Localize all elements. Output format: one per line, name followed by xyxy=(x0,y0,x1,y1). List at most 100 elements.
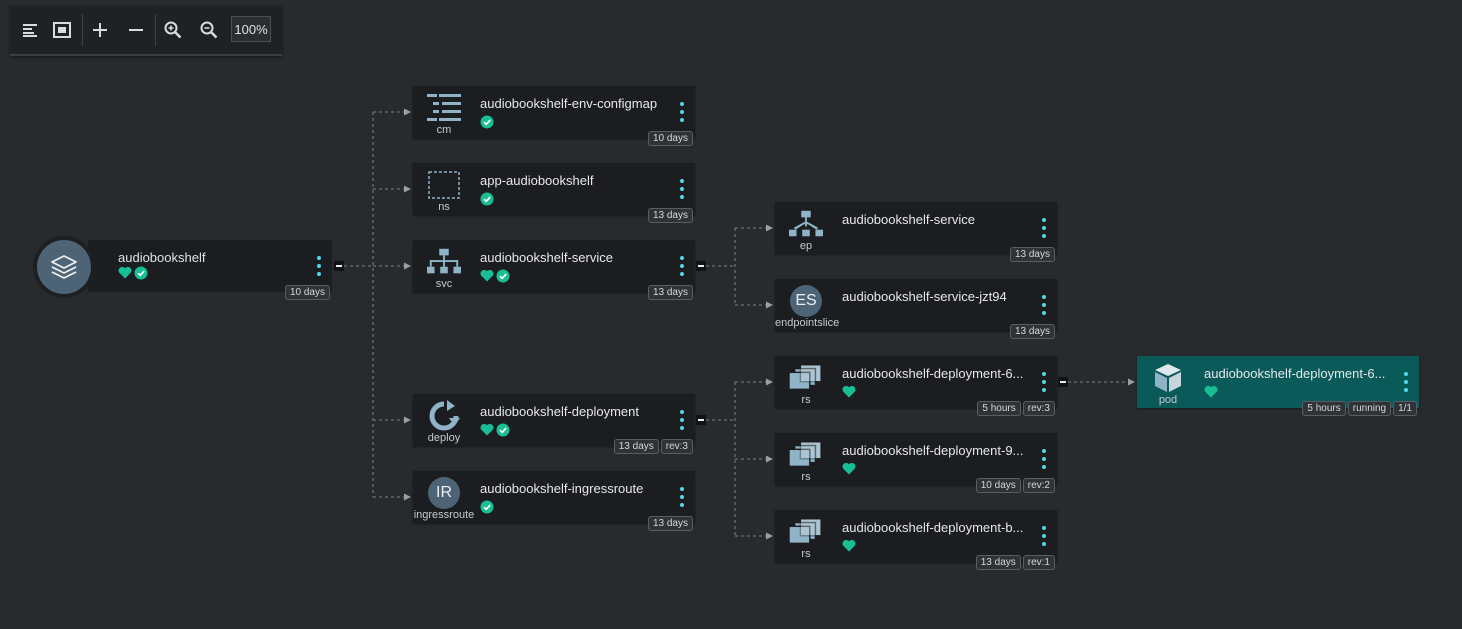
zoom-level[interactable]: 100% xyxy=(231,16,271,42)
endpointslice-node[interactable]: ES endpointslice audiobookshelf-service-… xyxy=(775,279,1057,339)
revision-badge: rev:2 xyxy=(1022,478,1055,493)
network-icon xyxy=(427,246,461,278)
revision-badge: rev:1 xyxy=(1022,555,1055,570)
node-badges: 10 days rev:2 xyxy=(975,478,1055,493)
collapse-deployment-button[interactable] xyxy=(696,415,706,425)
check-circle-icon xyxy=(480,500,494,514)
application-menu-button[interactable] xyxy=(316,256,322,276)
node-status xyxy=(842,539,856,552)
expand-all-icon[interactable] xyxy=(88,18,112,42)
node-title: audiobookshelf-service-jzt94 xyxy=(842,289,1007,304)
node-menu-button[interactable] xyxy=(1041,449,1047,469)
heart-icon xyxy=(842,385,856,398)
ingressroute-node[interactable]: IR ingressroute audiobookshelf-ingressro… xyxy=(413,471,695,531)
node-title: audiobookshelf-env-configmap xyxy=(480,96,658,111)
deployment-node[interactable]: deploy audiobookshelf-deployment 13 days… xyxy=(413,394,695,454)
replicaset-icon xyxy=(789,439,823,471)
node-kind: ep xyxy=(799,240,813,252)
application-node[interactable]: audiobookshelf 10 days xyxy=(88,240,332,300)
age-badge: 13 days xyxy=(647,516,693,531)
collapse-replicaset-button[interactable] xyxy=(1058,377,1068,387)
node-title: audiobookshelf-deployment-6... xyxy=(1204,366,1386,381)
node-menu-button[interactable] xyxy=(1403,372,1409,392)
zoom-in-icon[interactable] xyxy=(161,18,185,42)
node-title: audiobookshelf-ingressroute xyxy=(480,481,644,496)
service-node[interactable]: svc audiobookshelf-service 13 days xyxy=(413,240,695,300)
layers-icon xyxy=(51,255,77,279)
replicaset-node[interactable]: rs audiobookshelf-deployment-6... 5 hour… xyxy=(775,356,1057,416)
ready-count-badge: 1/1 xyxy=(1393,401,1417,416)
node-status xyxy=(842,385,856,398)
namespace-node[interactable]: ns app-audiobookshelf 13 days xyxy=(413,163,695,223)
age-badge: 13 days xyxy=(1009,324,1055,339)
endpoints-node[interactable]: ep audiobookshelf-service 13 days xyxy=(775,202,1057,262)
replicaset-icon xyxy=(789,516,823,548)
application-title: audiobookshelf xyxy=(118,250,206,265)
configmap-node[interactable]: cm audiobookshelf-env-configmap 10 days xyxy=(413,86,695,146)
node-menu-button[interactable] xyxy=(1041,295,1047,315)
node-title: audiobookshelf-deployment xyxy=(480,404,639,419)
heart-icon xyxy=(842,539,856,552)
node-title: audiobookshelf-service xyxy=(842,212,975,227)
node-menu-button[interactable] xyxy=(679,410,685,430)
age-badge: 10 days xyxy=(647,131,693,146)
node-menu-button[interactable] xyxy=(679,487,685,507)
node-badges: 10 days xyxy=(647,131,693,146)
node-title: audiobookshelf-deployment-b... xyxy=(842,520,1024,535)
node-menu-button[interactable] xyxy=(1041,218,1047,238)
node-menu-button[interactable] xyxy=(679,179,685,199)
node-kind: pod xyxy=(1158,394,1178,406)
node-badges: 13 days xyxy=(647,208,693,223)
replicaset-node[interactable]: rs audiobookshelf-deployment-9... 10 day… xyxy=(775,433,1057,493)
age-badge: 13 days xyxy=(647,285,693,300)
node-status xyxy=(480,423,510,437)
fit-screen-icon[interactable] xyxy=(50,18,74,42)
node-status xyxy=(1204,385,1218,398)
node-badges: 5 hours rev:3 xyxy=(977,401,1055,416)
age-badge: 5 hours xyxy=(1302,401,1346,416)
endpoints-icon xyxy=(789,208,823,240)
node-badges: 13 days xyxy=(647,516,693,531)
node-badges: 5 hours running 1/1 xyxy=(1302,401,1417,416)
node-title: app-audiobookshelf xyxy=(480,173,594,188)
node-kind: endpointslice xyxy=(775,317,840,329)
collapse-service-button[interactable] xyxy=(696,261,706,271)
zoom-out-icon[interactable] xyxy=(197,18,221,42)
age-badge: 13 days xyxy=(1009,247,1055,262)
age-badge: 5 hours xyxy=(977,401,1021,416)
node-kind: deploy xyxy=(427,432,461,444)
node-menu-button[interactable] xyxy=(1041,526,1047,546)
configmap-icon xyxy=(427,92,461,124)
node-menu-button[interactable] xyxy=(679,102,685,122)
heart-icon xyxy=(1204,385,1218,398)
node-menu-button[interactable] xyxy=(679,256,685,276)
age-badge: 13 days xyxy=(975,555,1021,570)
node-kind: svc xyxy=(435,278,453,290)
endpointslice-icon: ES xyxy=(789,285,823,317)
node-status xyxy=(480,269,510,283)
node-title: audiobookshelf-deployment-9... xyxy=(842,443,1024,458)
node-menu-button[interactable] xyxy=(1041,372,1047,392)
node-badges: 13 days xyxy=(1009,324,1055,339)
pod-node[interactable]: pod audiobookshelf-deployment-6... 5 hou… xyxy=(1137,356,1419,416)
cube-icon xyxy=(1151,362,1185,394)
application-icon xyxy=(33,236,95,298)
sync-icon xyxy=(427,400,461,432)
check-circle-icon xyxy=(480,192,494,206)
replicaset-node[interactable]: rs audiobookshelf-deployment-b... 13 day… xyxy=(775,510,1057,570)
namespace-icon xyxy=(427,169,461,201)
node-badges: 13 days rev:1 xyxy=(975,555,1055,570)
node-badges: 13 days xyxy=(647,285,693,300)
collapse-all-icon[interactable] xyxy=(124,18,148,42)
check-circle-icon xyxy=(480,115,494,129)
node-kind: cm xyxy=(436,124,452,136)
heart-icon xyxy=(842,462,856,475)
collapse-application-button[interactable] xyxy=(334,261,344,271)
age-badge: 10 days xyxy=(975,478,1021,493)
check-circle-icon xyxy=(496,269,510,283)
node-kind: ingressroute xyxy=(413,509,475,521)
align-left-icon[interactable] xyxy=(18,18,42,42)
toolbar-separator xyxy=(82,14,83,46)
ingressroute-icon: IR xyxy=(427,477,461,509)
